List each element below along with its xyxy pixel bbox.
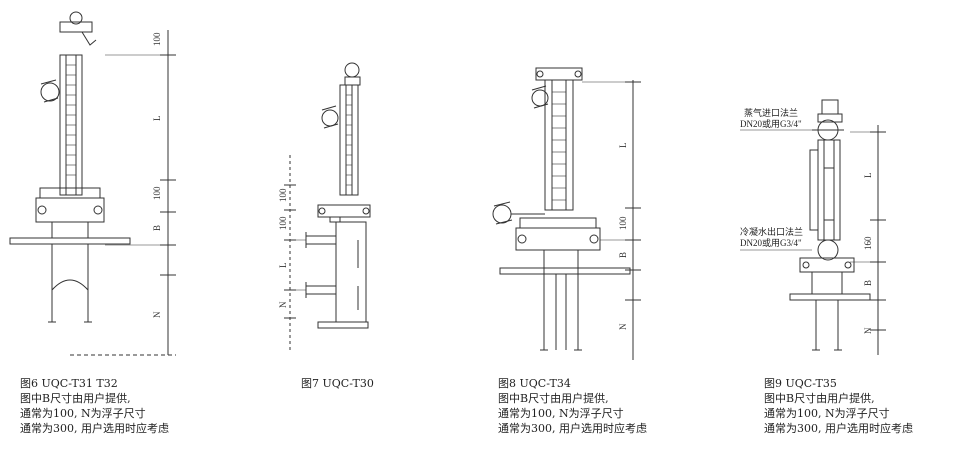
fig6-caption-title: 图6 UQC-T31 T32 (20, 377, 118, 390)
fig9-dim-3: B (863, 280, 873, 286)
fig8-dim-3: B (618, 252, 628, 258)
fig8-caption-line: 通常为300, 用户选用时应考虑 (498, 422, 647, 435)
fig8-caption: 图8 UQC-T34 图中B尺寸由用户提供, 通常为100, N为浮子尺寸 通常… (498, 376, 647, 436)
figure-6-drawing (9, 11, 176, 356)
figure-8-drawing (492, 67, 641, 360)
fig9-condensate-outlet-size: DN20或用G3/4" (740, 237, 802, 248)
fig9-caption-line: 通常为300, 用户选用时应考虑 (764, 422, 913, 435)
fig9-dim-1: L (863, 173, 873, 179)
fig6-dim-3: 100 (152, 186, 162, 200)
fig6-caption-line: 通常为100, N为浮子尺寸 (20, 407, 146, 420)
fig8-dim-1: L (618, 143, 628, 149)
fig6-dim-1: 100 (152, 32, 162, 46)
fig7-caption-title: 图7 UQC-T30 (301, 377, 374, 390)
fig9-steam-inlet-size: DN20或用G3/4" (740, 118, 802, 129)
figure-7-drawing (284, 62, 371, 350)
fig9-caption-title: 图9 UQC-T35 (764, 377, 837, 390)
fig6-caption-line: 图中B尺寸由用户提供, (20, 392, 131, 405)
figure-9-drawing (740, 99, 886, 355)
fig9-steam-inlet-label: 蒸气进口法兰 (744, 107, 798, 118)
fig8-caption-line: 图中B尺寸由用户提供, (498, 392, 609, 405)
fig6-caption: 图6 UQC-T31 T32 图中B尺寸由用户提供, 通常为100, N为浮子尺… (20, 376, 169, 436)
fig9-caption-line: 图中B尺寸由用户提供, (764, 392, 875, 405)
fig9-dim-4: N (863, 327, 873, 334)
fig6-caption-line: 通常为300, 用户选用时应考虑 (20, 422, 169, 435)
fig7-dim-1: 100 (278, 188, 288, 202)
fig6-dim-4: B (152, 225, 162, 231)
fig9-dim-2: 160 (863, 236, 873, 250)
fig9-condensate-outlet-label: 冷凝水出口法兰 (740, 226, 803, 237)
fig9-caption: 图9 UQC-T35 图中B尺寸由用户提供, 通常为100, N为浮子尺寸 通常… (764, 376, 913, 436)
fig8-caption-line: 通常为100, N为浮子尺寸 (498, 407, 624, 420)
fig6-dim-5: N (152, 311, 162, 318)
fig7-dim-2: 100 (278, 216, 288, 230)
fig8-dim-4: N (618, 323, 628, 330)
fig6-dim-2: L (152, 116, 162, 122)
fig7-caption: 图7 UQC-T30 (301, 376, 374, 391)
fig8-dim-2: 100 (618, 216, 628, 230)
fig7-dim-4: N (278, 301, 288, 308)
fig7-dim-3: L (278, 263, 288, 269)
fig9-caption-line: 通常为100, N为浮子尺寸 (764, 407, 890, 420)
fig8-caption-title: 图8 UQC-T34 (498, 377, 571, 390)
